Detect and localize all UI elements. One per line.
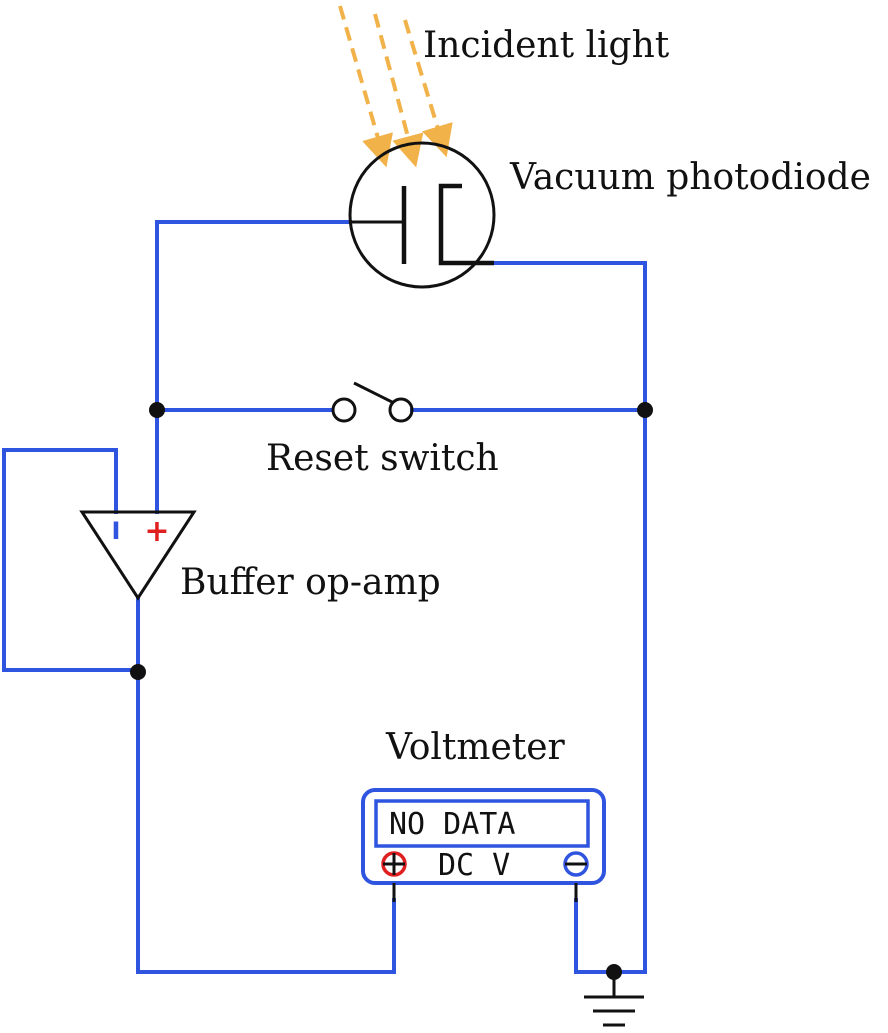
incident-light-rays — [338, 5, 453, 168]
light-ray-2 — [373, 13, 424, 168]
voltmeter-minus-terminal-icon — [563, 851, 589, 877]
wire-top-left — [155, 220, 352, 412]
wire-top-right — [492, 261, 647, 412]
photodiode-cathode — [438, 183, 494, 266]
junction-nodes — [130, 402, 653, 980]
buffer-op-amp-label: Buffer op-amp — [180, 562, 441, 603]
vacuum-photodiode-label: Vacuum photodiode — [509, 157, 871, 198]
junction-node-output — [130, 664, 146, 680]
op-amp-minus-symbol: I — [112, 517, 121, 545]
voltmeter-plus-terminal-icon — [381, 851, 407, 877]
junction-node-right — [637, 402, 653, 418]
reset-switch-label: Reset switch — [266, 438, 499, 479]
reset-switch[interactable] — [331, 381, 414, 423]
vacuum-photodiode — [348, 141, 496, 289]
op-amp-triangle — [79, 510, 197, 601]
wire-feedback — [2, 448, 140, 672]
voltmeter: NO DATA DC V — [361, 788, 606, 902]
circuit-wires — [2, 220, 647, 974]
voltmeter-mode-label: DC V — [438, 848, 510, 883]
voltmeter-display — [374, 799, 590, 848]
switch-lever — [353, 381, 395, 405]
wire-to-voltmeter-plus — [136, 668, 396, 974]
light-ray-1 — [338, 5, 393, 168]
wire-voltmeter-minus — [574, 898, 647, 974]
junction-node-left — [149, 402, 165, 418]
buffer-op-amp: I + — [79, 510, 197, 601]
switch-contact-left — [331, 397, 357, 423]
incident-light-label: Incident light — [423, 25, 670, 66]
photodiode-envelope — [348, 141, 496, 289]
switch-contact-right — [388, 397, 414, 423]
voltmeter-display-text: NO DATA — [389, 807, 515, 842]
op-amp-plus-symbol: + — [144, 514, 169, 549]
ground-icon — [584, 972, 644, 1027]
voltmeter-label: Voltmeter — [385, 727, 566, 768]
